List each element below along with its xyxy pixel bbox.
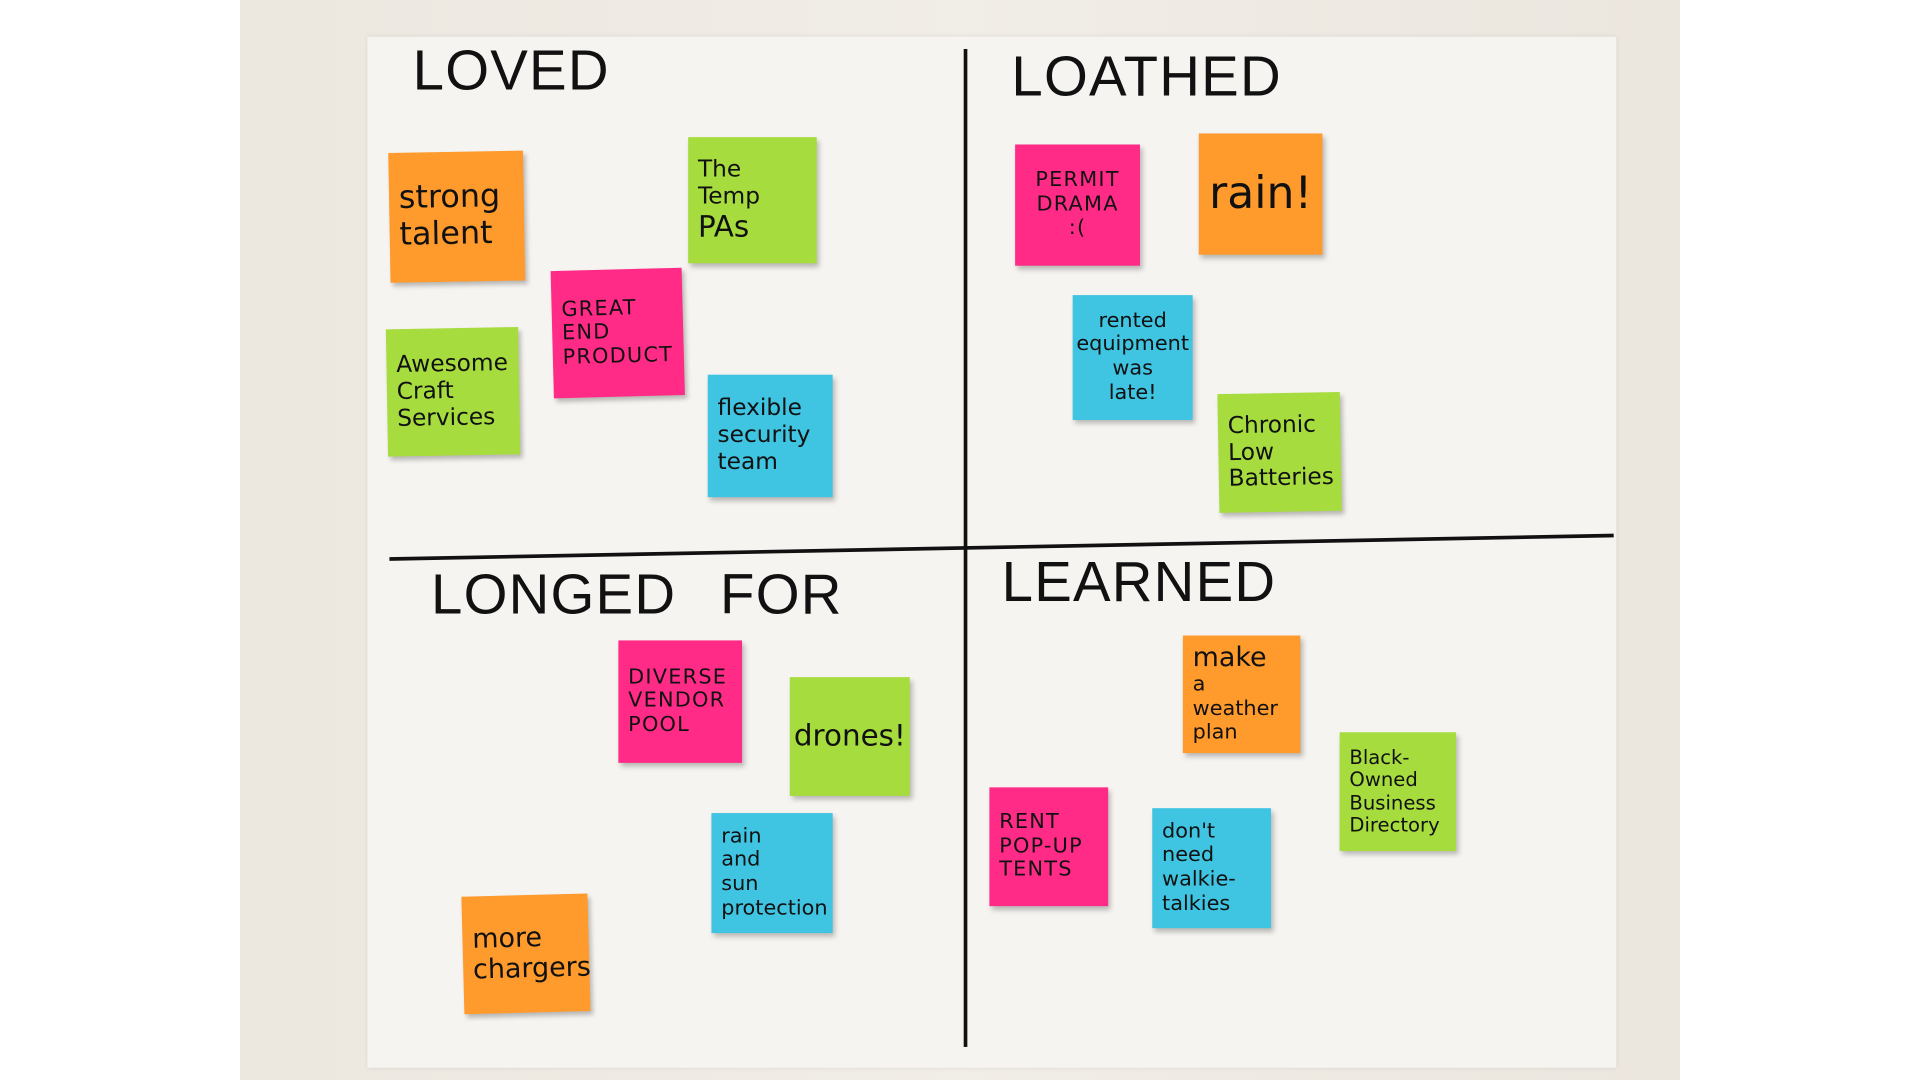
note-line: Batteries (1228, 463, 1335, 493)
sticky-note: strong talent (388, 150, 526, 283)
sticky-note: GREAT END PRODUCT (550, 267, 685, 399)
note-line: flexible (717, 394, 802, 422)
heading-learned: LEARNED (1001, 549, 1277, 614)
sticky-note: rented equipment was late! (1072, 295, 1193, 421)
sticky-note: more chargers (461, 893, 592, 1015)
note-line: POP-UP (999, 833, 1083, 859)
note-line: TENTS (999, 857, 1073, 882)
note-line: sun (721, 871, 759, 897)
frown-face: :( (1068, 215, 1087, 241)
note-line: rain! (1209, 168, 1313, 219)
note-line: VENDOR (628, 688, 726, 713)
note-line: rented (1098, 308, 1167, 333)
note-line: GREAT (561, 295, 637, 322)
note-line: Business (1349, 790, 1436, 814)
note-line: talent (399, 214, 493, 254)
note-line: and (721, 847, 761, 873)
note-line: plan (1192, 720, 1238, 746)
note-line: PERMIT (1035, 167, 1120, 193)
note-line: Craft (396, 377, 454, 406)
note-line: strong (398, 178, 501, 217)
sticky-note: drones! (789, 677, 910, 796)
heading-loved: LOVED (412, 37, 610, 102)
sticky-note: Awesome Craft Services (385, 327, 521, 457)
note-line: POOL (628, 712, 690, 737)
sticky-note: rain and sun protection (711, 813, 833, 934)
note-line: Chronic (1227, 410, 1317, 439)
note-line: more (471, 922, 543, 955)
sticky-note: rain! (1198, 133, 1323, 255)
note-line: make (1192, 642, 1267, 674)
note-line: don't (1162, 819, 1216, 844)
note-line: rain (721, 823, 762, 849)
note-line: Temp (697, 182, 760, 210)
note-line: PRODUCT (562, 342, 674, 370)
note-line: equipment (1076, 332, 1189, 357)
note-line: DIVERSE (628, 664, 728, 689)
note-line: was (1112, 356, 1153, 381)
sticky-note: make a weather plan (1182, 635, 1301, 754)
note-line: END (561, 320, 611, 346)
sticky-note: DIVERSE VENDOR POOL (618, 640, 743, 763)
note-line: The (697, 155, 742, 183)
heading-loathed: LOATHED (1011, 44, 1282, 108)
sticky-note: Black- Owned Business Directory (1339, 732, 1456, 852)
note-line: walkie- (1162, 866, 1236, 892)
note-line: team (717, 448, 778, 476)
note-line: Awesome (396, 349, 509, 379)
note-line: drones! (793, 718, 906, 753)
note-line: Low (1227, 437, 1275, 466)
heading-longed-for: LONGED FOR (431, 562, 843, 626)
note-line: PAs (697, 208, 750, 244)
sticky-note: flexible security team (707, 374, 833, 498)
note-line: security (717, 421, 811, 449)
note-line: a (1192, 672, 1206, 698)
note-line: chargers (472, 952, 592, 986)
note-line: Owned (1349, 767, 1418, 792)
note-line: Services (396, 403, 496, 432)
note-line: late! (1108, 380, 1157, 405)
sticky-note: don't need walkie- talkies (1152, 808, 1272, 929)
note-line: weather (1192, 696, 1278, 722)
note-line: protection (721, 895, 828, 921)
note-line: DRAMA (1036, 191, 1119, 217)
note-line: RENT (999, 809, 1060, 835)
note-line: Directory (1349, 812, 1440, 837)
sticky-note: The Temp PAs (688, 137, 817, 264)
note-line: talkies (1162, 890, 1231, 916)
note-line: need (1162, 843, 1215, 868)
sticky-note: Chronic Low Batteries (1217, 392, 1342, 513)
sticky-note: PERMIT DRAMA :( (1015, 144, 1141, 266)
sticky-note: RENT POP-UP TENTS (989, 787, 1109, 907)
note-line: Black- (1349, 745, 1410, 769)
